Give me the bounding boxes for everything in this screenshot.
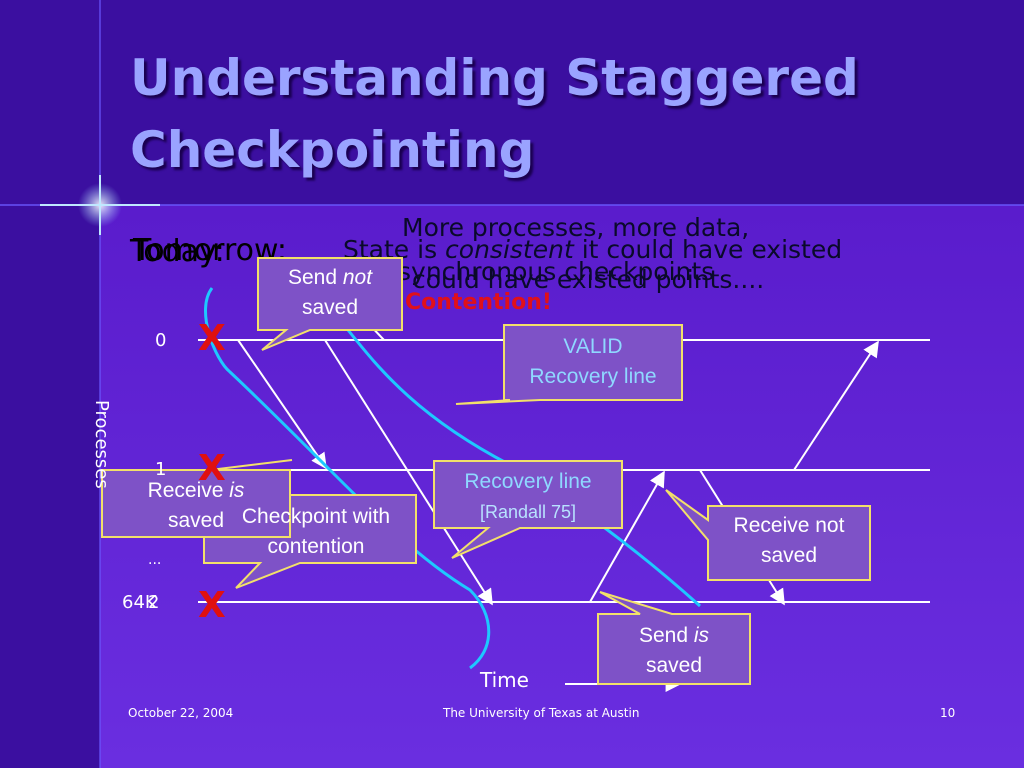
process-label-64k: 64K [122,592,157,613]
callout-valid-recovery [455,324,683,405]
message-arrow [237,339,327,470]
callout-send-not-saved [257,257,403,351]
callout-receive-is-saved [101,459,293,538]
receive-is-saved-text: Receive is saved [147,479,245,532]
today-label: Today: [130,234,225,269]
failure-x-mark: X [198,585,226,626]
recovery-line-curve [203,287,491,670]
receive-not-saved-text: Receive not saved [733,514,845,567]
valid-recovery-text: VALID Recovery line [529,335,657,388]
time-axis-label: Time [480,668,529,692]
process-label-ellipsis: ... [148,552,162,568]
title-line-2: Checkpointing [130,121,535,179]
failure-x-mark: X [198,318,226,359]
send-is-saved-text: Send is saved [638,624,710,677]
callout-receive-not-saved [665,489,871,581]
process-label-1: 1 [155,459,167,480]
recovery-line-text: Recovery line [Randall 75] [464,470,592,522]
message-arrow [793,340,879,471]
glint-sparkle [40,175,160,235]
send-not-saved-text: Send not saved [287,266,373,319]
more-processes-text: More processes, more data, [402,213,750,242]
process-label-0: 0 [155,330,167,351]
footer-page-number: 10 [940,706,956,720]
slide-title: Understanding Staggered Checkpointing [130,42,1010,186]
callout-send-is-saved [597,591,751,685]
footer-organization: The University of Texas at Austin [443,706,640,720]
message-arrow [324,339,493,606]
callout-recovery-line [433,460,623,559]
checkpoint-contention-text: Checkpoint with contention [241,505,391,558]
message-arrow [589,470,665,603]
title-line-1: Understanding Staggered [130,49,859,107]
could-have-existed-text: could have existed points.... [412,265,765,294]
footer-date: October 22, 2004 [128,706,234,720]
synchronous-checkpoints-text: synchronous checkpoints [398,257,715,286]
process-label-2: 2 [148,592,160,613]
contention-label: Contention! [405,290,552,315]
consistent-word: consistent [445,235,574,264]
state-consistent-text: State is consistent it could have existe… [343,235,843,264]
failure-x-mark: X [198,448,226,489]
